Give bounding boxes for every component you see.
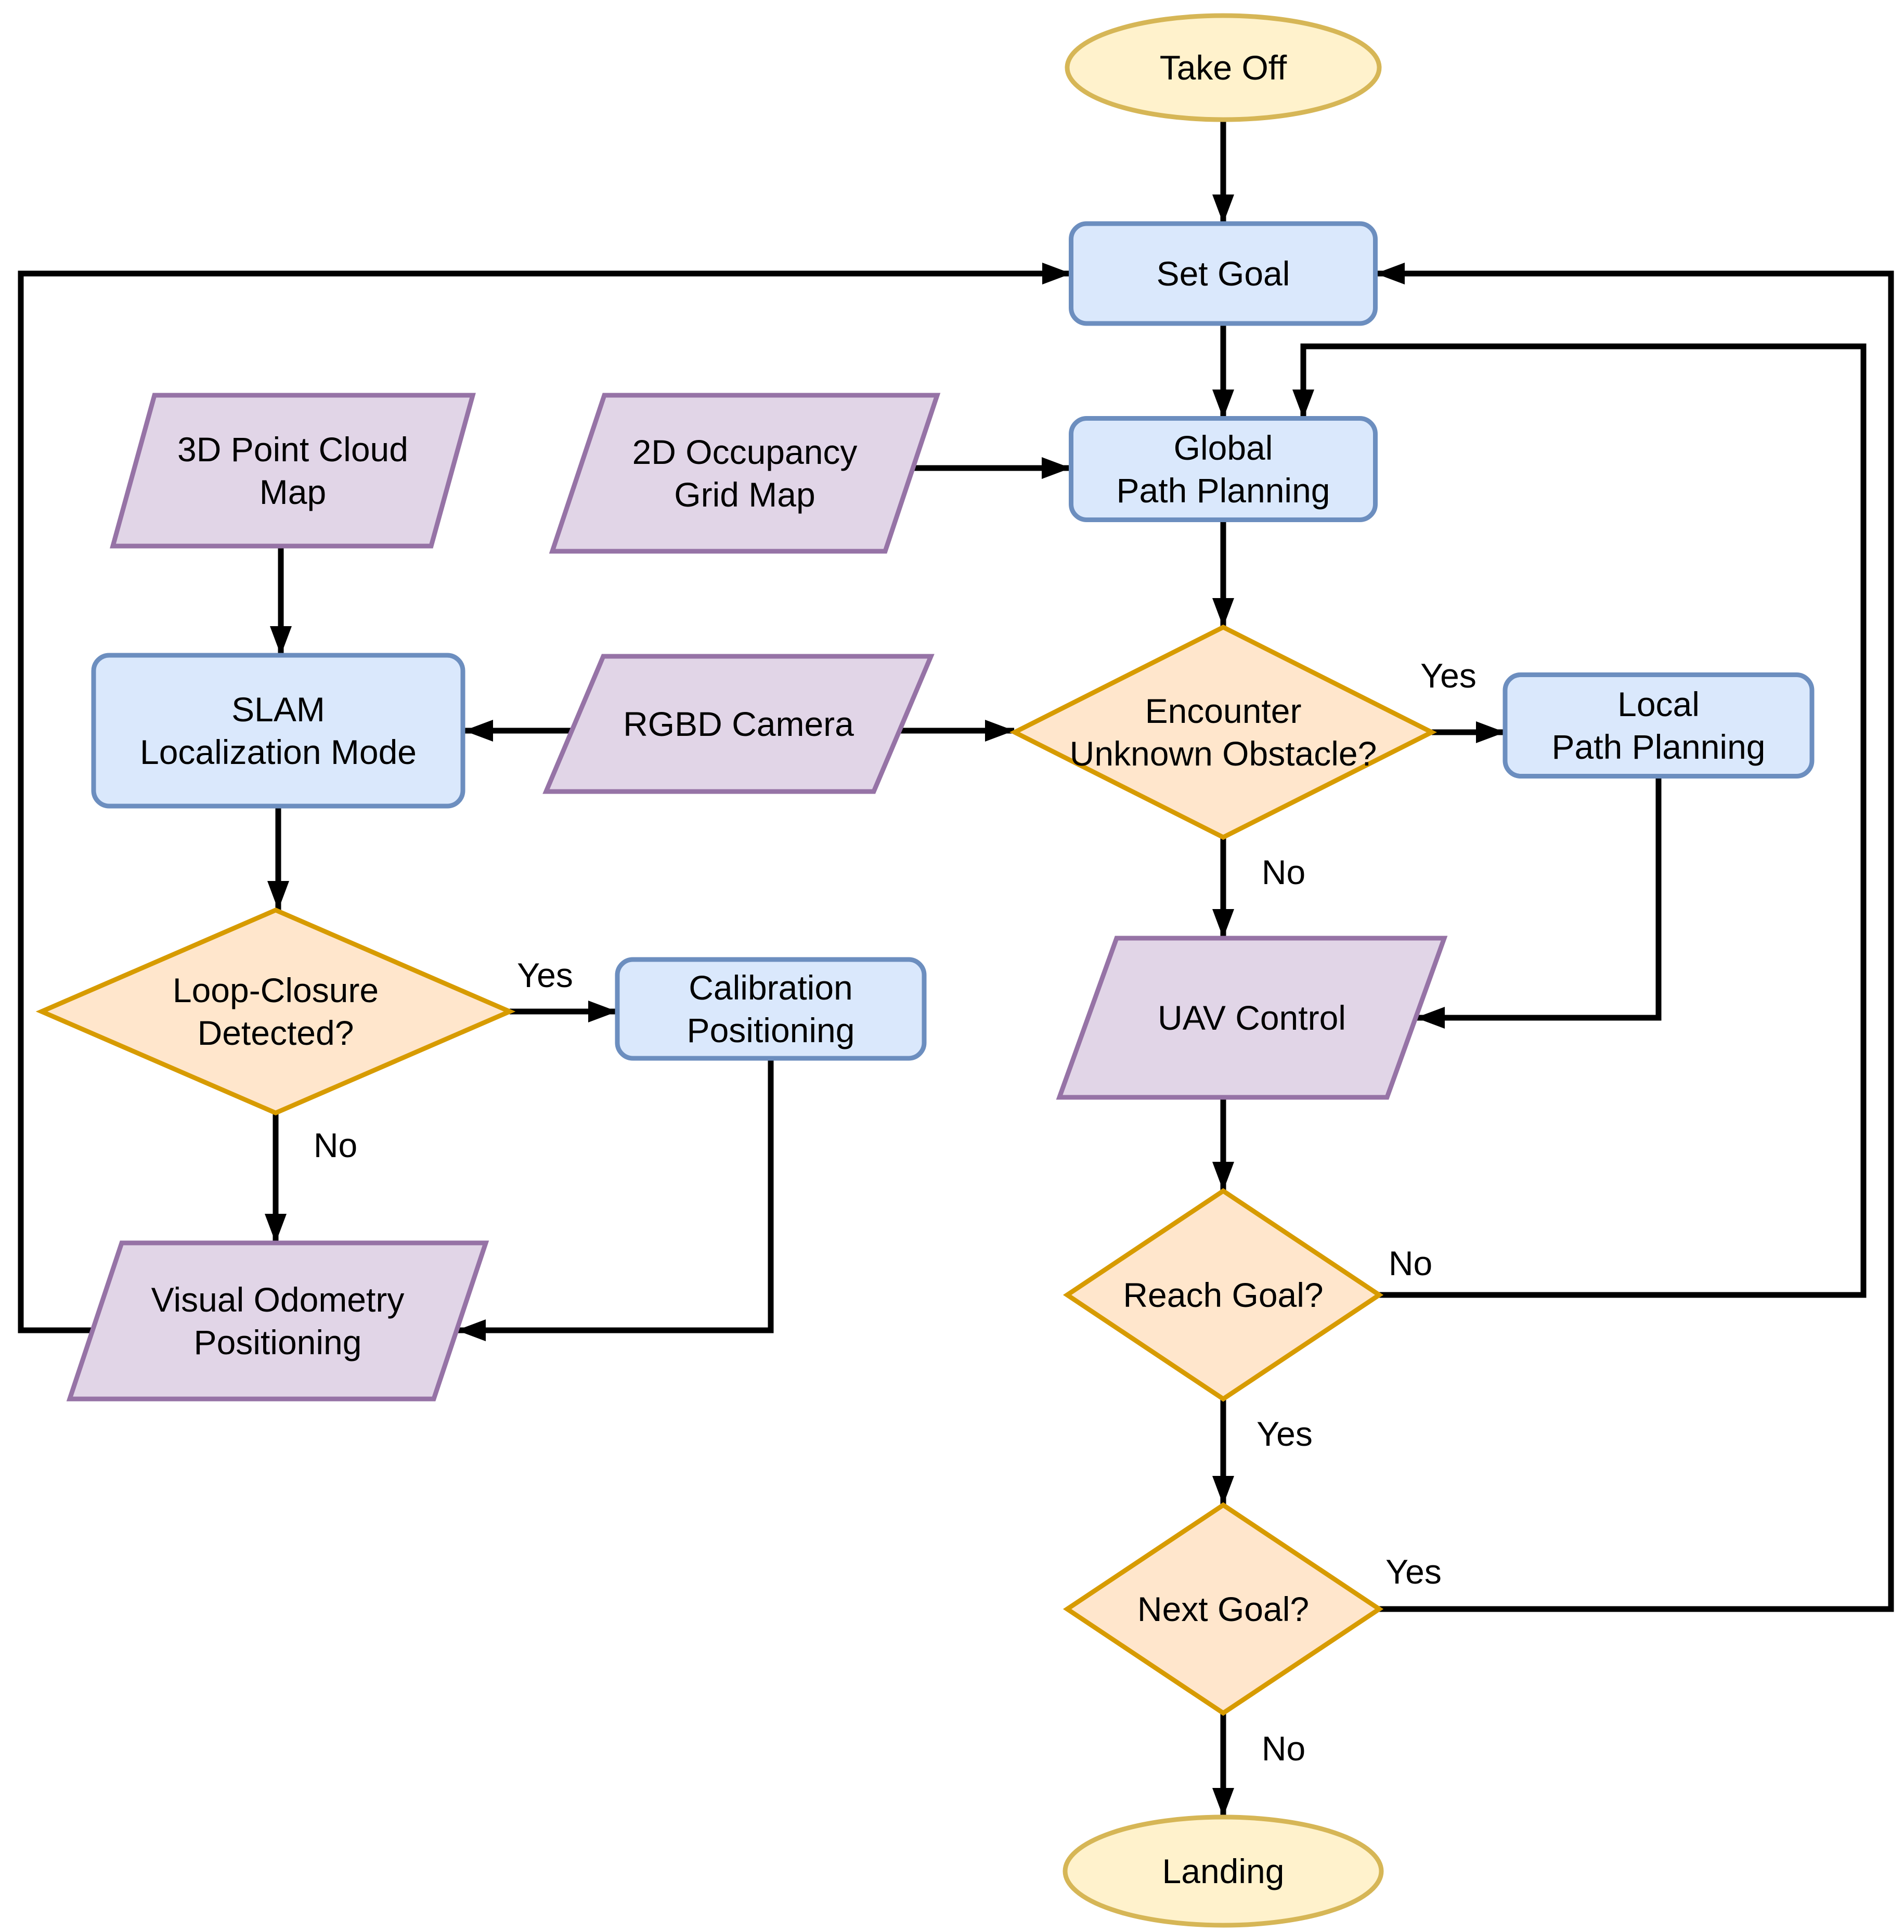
node-global-pp xyxy=(1069,416,1378,522)
edge-next-goal-to-set-goal xyxy=(1376,263,1894,1612)
node-label-set-goal: Set Goal xyxy=(1157,254,1290,293)
node-label-slam: SLAM Localization Mode xyxy=(140,690,417,771)
node-label-line: Path Planning xyxy=(1117,471,1330,510)
node-label-line: UAV Control xyxy=(1158,999,1346,1037)
edge-label-next-goal-to-landing: No xyxy=(1262,1729,1305,1768)
edge-local-pp-to-uav-control xyxy=(1416,776,1662,1029)
node-label-takeoff: Take Off xyxy=(1160,48,1287,87)
node-rgbd xyxy=(542,654,935,794)
node-set-goal xyxy=(1069,221,1378,326)
node-label-line: Local xyxy=(1617,685,1700,723)
node-label-line: Reach Goal? xyxy=(1123,1276,1323,1314)
node-label-line: Next Goal? xyxy=(1137,1590,1309,1628)
node-label-next-goal: Next Goal? xyxy=(1137,1590,1309,1628)
node-label-line: Unknown Obstacle? xyxy=(1070,734,1377,773)
node-label-line: Take Off xyxy=(1160,48,1287,87)
node-label-line: Calibration xyxy=(689,968,853,1007)
node-label-line: RGBD Camera xyxy=(623,705,854,743)
edge-label-enc-obstacle-to-local-pp: Yes xyxy=(1420,656,1476,695)
node-calibration xyxy=(615,957,927,1061)
node-label-line: SLAM xyxy=(231,690,325,729)
edge-vo-pos-to-set-goal xyxy=(18,263,1071,1333)
edge-label-loop-closure-to-calibration: Yes xyxy=(517,956,573,994)
node-takeoff xyxy=(1065,13,1382,122)
node-label-reach-goal: Reach Goal? xyxy=(1123,1276,1323,1314)
edge-reach-goal-to-global-pp xyxy=(1292,343,1867,1298)
node-landing xyxy=(1063,1814,1384,1928)
node-label-landing: Landing xyxy=(1162,1852,1285,1890)
node-vo-pos xyxy=(66,1240,489,1402)
edge-label-reach-goal-to-global-pp: No xyxy=(1389,1244,1432,1282)
node-reach-goal xyxy=(1063,1188,1384,1402)
node-label-line: 3D Point Cloud xyxy=(177,430,408,469)
node-label-line: Map xyxy=(260,473,326,511)
edge-label-reach-goal-to-next-goal: Yes xyxy=(1257,1415,1313,1453)
node-label-line: Set Goal xyxy=(1157,254,1290,293)
node-label-line: 2D Occupancy xyxy=(632,433,858,471)
node-local-pp xyxy=(1503,672,1815,779)
node-label-line: Positioning xyxy=(687,1011,855,1049)
node-label-rgbd: RGBD Camera xyxy=(623,705,854,743)
node-label-line: Loop-Closure xyxy=(173,971,379,1009)
node-label-line: Detected? xyxy=(198,1014,354,1052)
node-label-line: Path Planning xyxy=(1552,728,1766,766)
node-pc-map xyxy=(110,393,476,549)
node-label-line: Encounter xyxy=(1145,692,1302,730)
node-label-line: Positioning xyxy=(194,1323,362,1362)
edge-label-enc-obstacle-to-uav-control: No xyxy=(1262,853,1305,891)
node-label-line: Grid Map xyxy=(674,475,815,514)
node-uav-control xyxy=(1056,936,1448,1100)
edge-label-loop-closure-to-vo-pos: No xyxy=(314,1126,357,1164)
node-label-line: Localization Mode xyxy=(140,733,417,771)
node-next-goal xyxy=(1063,1502,1384,1716)
node-enc-obstacle xyxy=(1009,624,1437,840)
node-loop-closure xyxy=(35,907,516,1116)
node-label-line: Global xyxy=(1174,429,1273,467)
node-label-uav-control: UAV Control xyxy=(1158,999,1346,1037)
node-label-line: Visual Odometry xyxy=(151,1280,405,1319)
node-og-map xyxy=(549,393,941,554)
node-label-line: Landing xyxy=(1162,1852,1285,1890)
node-slam xyxy=(91,653,465,809)
edge-calibration-to-vo-pos xyxy=(457,1058,774,1341)
edge-label-next-goal-to-set-goal: Yes xyxy=(1385,1552,1442,1591)
